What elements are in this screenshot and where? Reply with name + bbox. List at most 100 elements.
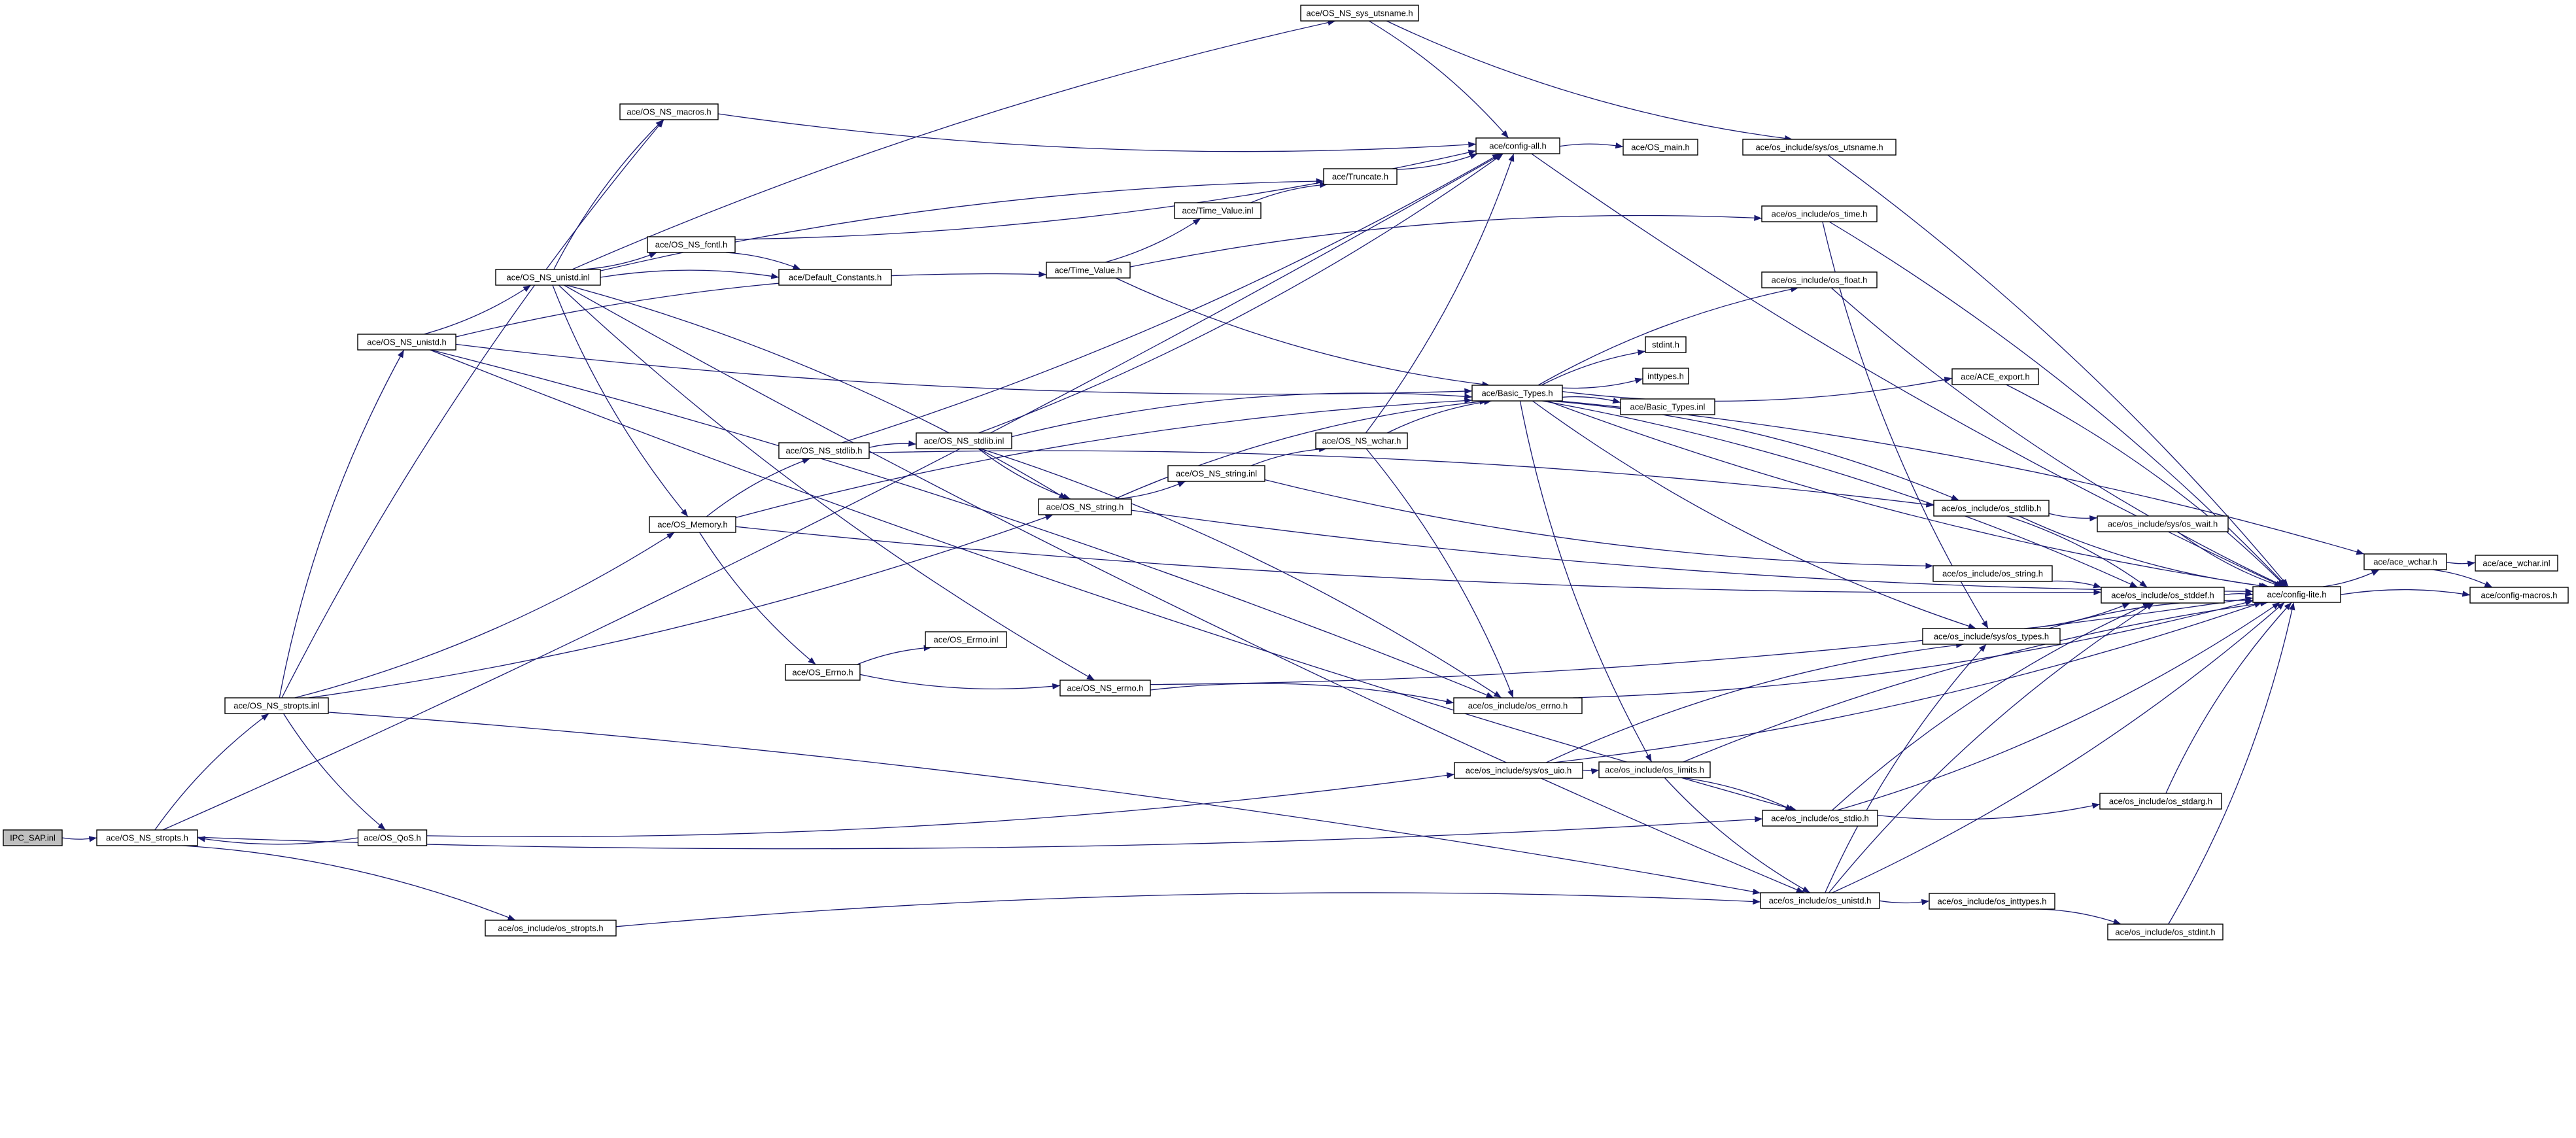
edge-memory-to-os_stddef [735,526,2102,596]
node-unistd-inl[interactable]: ace/OS_NS_unistd.inl [495,269,601,286]
node-box [3,829,63,846]
node-errno-h[interactable]: ace/OS_Errno.h [785,664,861,681]
node-ace-wchar-h[interactable]: ace/ace_wchar.h [2363,553,2447,570]
node-layer: IPC_SAP.inl ace/OS_NS_stropts.h ace/OS_NS_… [3,5,2569,940]
node-label: ace/os_include/os_stdarg.h [2109,796,2212,806]
node-string-inl[interactable]: ace/OS_NS_string.inl [1167,465,1265,482]
node-defconst[interactable]: ace/Default_Constants.h [778,269,892,286]
node-box [224,697,329,714]
node-box [1475,137,1560,154]
edge-basic_types-to-basic_types_inl [1562,396,1621,404]
node-label: ace/OS_NS_stropts.inl [233,700,320,710]
edge-string_inl-to-os_string [1264,479,1934,569]
node-errno-inl[interactable]: ace/OS_Errno.inl [925,631,1007,648]
edge-basic_types-to-os_limits [1519,400,1653,763]
node-os-float[interactable]: ace/os_include/os_float.h [1761,271,1878,288]
edge-stdlib_h-to-config_all [842,153,1501,443]
node-inttypes-plain[interactable]: inttypes.h [1642,368,1689,385]
node-box [2469,587,2569,604]
node-sys-wait[interactable]: ace/os_include/sys/os_wait.h [2097,515,2229,532]
node-box [1623,139,1698,156]
node-stdint-plain[interactable]: stdint.h [1645,336,1687,353]
node-os-time[interactable]: ace/os_include/os_time.h [1761,205,1878,222]
edge-os_stdlib-to-os_stddef [2006,515,2148,588]
node-os-stdint[interactable]: ace/os_include/os_stdint.h [2107,923,2224,940]
node-label: ace/os_include/os_limits.h [1605,765,1704,774]
node-sys-uio[interactable]: ace/os_include/sys/os_uio.h [1454,762,1583,779]
node-os-stropts[interactable]: ace/os_include/os_stropts.h [485,920,617,937]
edge-basic_types-to-stdint_plain [1541,349,1646,386]
node-ace-export[interactable]: ace/ACE_export.h [1951,368,2039,385]
edge-tv_inl-to-truncate [1250,182,1328,203]
node-label: ace/OS_NS_stdlib.inl [924,436,1005,445]
node-string-h[interactable]: ace/OS_NS_string.h [1038,498,1132,515]
node-box [1761,271,1878,288]
edge-unistd_inl-to-ns_errno [558,284,1095,681]
edge-os_limits-to-os_unistd [1664,777,1811,893]
node-tv-inl[interactable]: ace/Time_Value.inl [1174,202,1262,219]
edge-stdlib_inl-to-os_errno [980,448,1502,698]
node-label: ace/ACE_export.h [1961,371,2030,381]
edge-os_string-to-os_stddef [2052,580,2102,589]
node-label: ace/os_include/sys/os_utsname.h [1755,142,1883,152]
node-label: ace/os_include/os_float.h [1772,275,1868,284]
edge-wchar-to-os_errno [1365,448,1514,698]
node-label: ace/os_include/os_stropts.h [498,923,603,933]
node-sys-types[interactable]: ace/os_include/sys/os_types.h [1922,628,2061,645]
node-label: ace/OS_NS_string.inl [1176,468,1257,478]
node-sys-utsname-os[interactable]: ace/os_include/sys/os_utsname.h [1742,139,1897,156]
node-wchar[interactable]: ace/OS_NS_wchar.h [1315,432,1408,449]
node-box [1951,368,2039,385]
node-os-stdio[interactable]: ace/os_include/os_stdio.h [1762,810,1878,827]
node-os-limits[interactable]: ace/os_include/os_limits.h [1598,761,1711,778]
node-memory[interactable]: ace/OS_Memory.h [649,516,736,533]
node-os-stdlib[interactable]: ace/os_include/os_stdlib.h [1933,500,2050,517]
node-fcntl[interactable]: ace/OS_NS_fcntl.h [647,236,736,253]
node-os-errno[interactable]: ace/os_include/os_errno.h [1453,697,1583,714]
node-truncate[interactable]: ace/Truncate.h [1323,168,1398,185]
node-label: ace/ace_wchar.h [2373,557,2437,566]
node-sockopt-h[interactable]: ace/OS_NS_stropts.h [96,829,198,846]
edge-string_inl-to-wchar [1251,446,1327,466]
node-box [778,269,892,286]
edge-basic_types-to-config_lite [1547,400,2267,589]
edge-basic_types-to-inttypes_plain [1562,377,1643,389]
node-macros[interactable]: ace/OS_NS_macros.h [619,103,719,120]
node-os-main[interactable]: ace/OS_main.h [1623,139,1698,156]
edge-basic_types-to-os_stdlib [1549,400,1959,501]
node-box [778,442,870,459]
edge-wchar-to-basic_types [1386,398,1492,434]
edge-memory-to-basic_types [735,397,1473,519]
node-config-lite[interactable]: ace/config-lite.h [2252,586,2341,603]
node-sockopt-inl[interactable]: ace/OS_NS_stropts.inl [224,697,329,714]
node-label: ace/os_include/sys/os_types.h [1934,631,2049,641]
node-tv-h[interactable]: ace/Time_Value.h [1046,262,1131,279]
node-os-unistd[interactable]: ace/os_include/os_unistd.h [1760,892,1880,909]
node-stdlib-h[interactable]: ace/OS_NS_stdlib.h [778,442,870,459]
node-qos[interactable]: ace/OS_QoS.h [357,829,428,846]
node-os-string[interactable]: ace/os_include/os_string.h [1932,565,2053,582]
node-ace-wchar-inl[interactable]: ace/ace_wchar.inl [2475,555,2558,572]
node-config-macros[interactable]: ace/config-macros.h [2469,587,2569,604]
node-ns-errno[interactable]: ace/OS_NS_errno.h [1059,680,1151,697]
edge-ace_wchar_h-to-ace_wchar_inl [2446,560,2476,567]
node-os-inttypes[interactable]: ace/os_include/os_inttypes.h [1929,893,2055,910]
node-stdlib-inl[interactable]: ace/OS_NS_stdlib.inl [916,432,1012,449]
edge-sockopt_inl-to-qos [283,713,386,831]
node-unistd-h[interactable]: ace/OS_NS_unistd.h [357,334,456,351]
node-sys-utsname[interactable]: ace/OS_NS_sys_utsname.h [1300,5,1419,22]
node-basic-types[interactable]: ace/Basic_Types.h [1471,385,1563,402]
node-box [1762,810,1878,827]
node-basic-types-inl[interactable]: ace/Basic_Types.inl [1620,398,1715,415]
edge-os_stdio-to-os_stddef [1831,602,2151,811]
edge-ns_errno-to-os_errno [1150,683,1454,705]
edge-os_unistd-to-os_inttypes [1879,899,1930,906]
node-os-stddef[interactable]: ace/os_include/os_stddef.h [2101,587,2225,604]
node-box [1645,336,1687,353]
node-os-stdarg[interactable]: ace/os_include/os_stdarg.h [2099,793,2222,810]
node-label: ace/OS_NS_wchar.h [1322,436,1401,445]
node-label: ace/config-all.h [1489,141,1546,150]
node-config-all[interactable]: ace/config-all.h [1475,137,1560,154]
node-ipc[interactable]: IPC_SAP.inl [3,829,63,846]
node-label: ace/OS_NS_errno.h [1067,683,1143,693]
